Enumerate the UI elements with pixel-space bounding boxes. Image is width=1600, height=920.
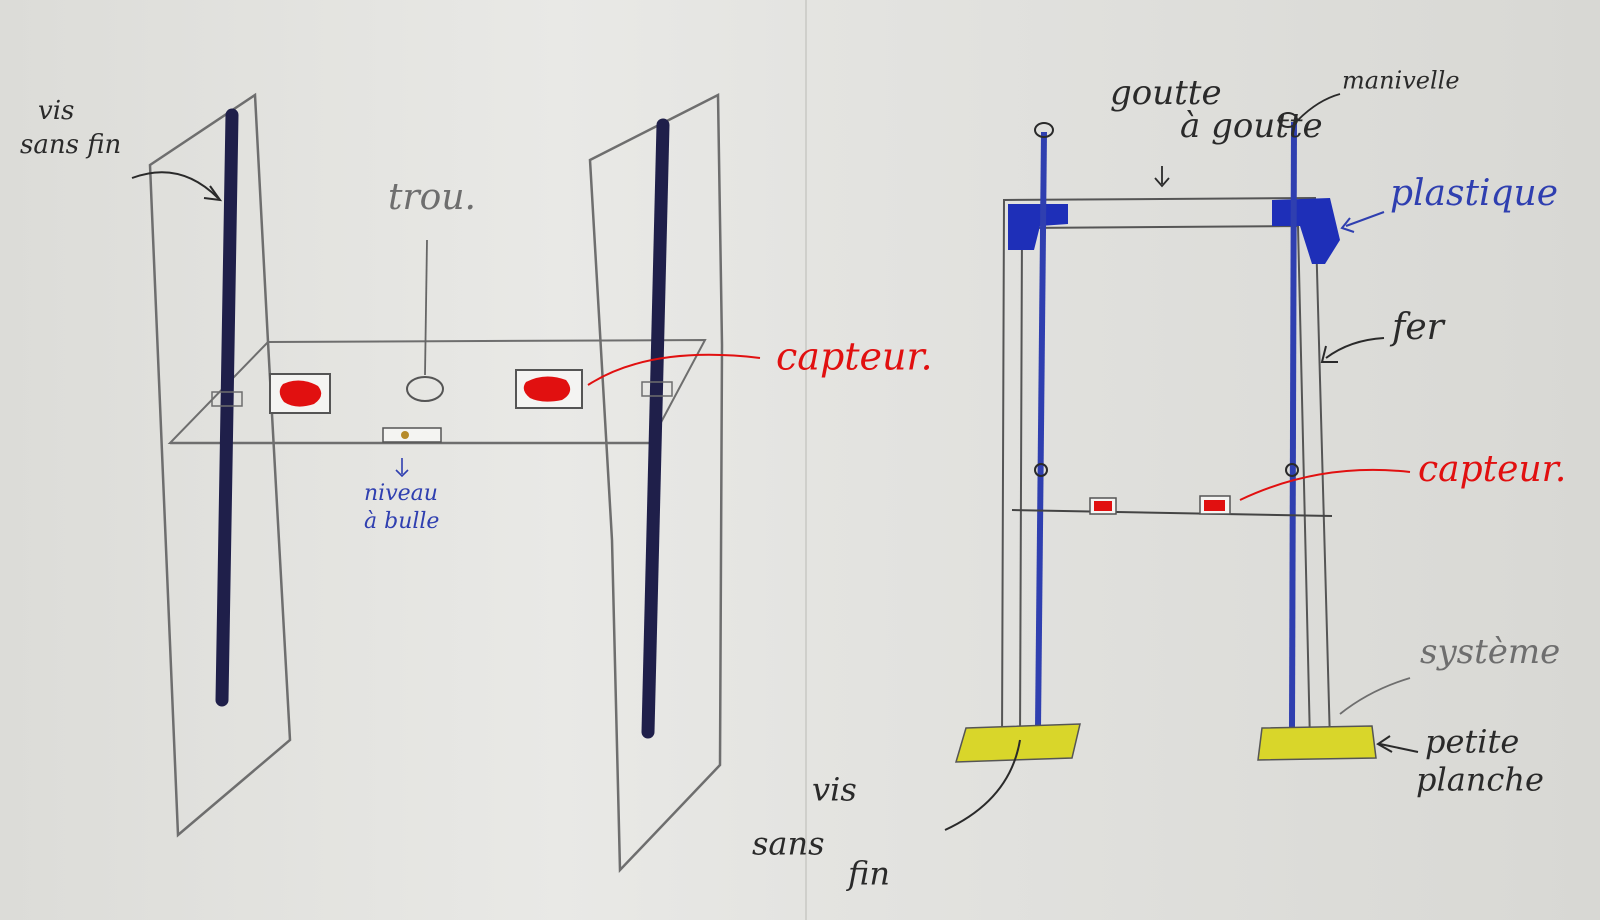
label-a-goutte: à goutte	[1180, 106, 1323, 146]
iron-frame-inner	[1019, 224, 1311, 743]
left-panel	[148, 92, 292, 838]
label-petite: petite	[1425, 723, 1519, 761]
label-vis-sans-fin-line1: vis	[38, 96, 74, 126]
label-systeme: système	[1420, 632, 1560, 672]
small-board-left	[954, 723, 1081, 763]
label-trou: trou.	[388, 177, 476, 218]
right-sensor-a-red	[1094, 501, 1112, 511]
plastique-pointer	[1340, 211, 1385, 233]
right-sensor-red	[523, 376, 571, 402]
right-panel	[588, 92, 724, 874]
label-vis: vis	[812, 771, 857, 809]
right-worm-screw	[641, 118, 670, 739]
right-sketch: goutte à goutte manivelle plastique fer …	[752, 67, 1566, 893]
label-capteur-left: capteur.	[776, 335, 933, 379]
hole	[406, 376, 444, 402]
left-rod-ring	[1034, 122, 1054, 138]
vis-arrow-head	[203, 185, 223, 202]
plastic-corner-right	[1272, 198, 1340, 264]
spirit-level	[382, 427, 442, 443]
right-screw-slot	[641, 381, 673, 397]
fer-pointer	[1320, 337, 1385, 363]
small-board-right	[1257, 725, 1377, 761]
label-a-bulle: à bulle	[364, 509, 439, 534]
planche-pointer	[1376, 735, 1419, 753]
label-manivelle: manivelle	[1342, 67, 1460, 95]
label-fin: fin	[846, 855, 890, 893]
plastic-corner-left	[1008, 204, 1068, 250]
label-plastique: plastique	[1390, 173, 1558, 214]
goutte-arrow	[1154, 166, 1170, 188]
niveau-arrow	[395, 458, 409, 478]
label-niveau: niveau	[364, 481, 438, 506]
manivelle-pointer	[1297, 93, 1341, 121]
label-planche: planche	[1416, 761, 1544, 799]
left-screw-slot	[211, 391, 243, 407]
iron-frame-outer	[1001, 196, 1331, 743]
left-sensor-red	[279, 380, 322, 407]
systeme-pointer	[1339, 677, 1411, 715]
label-goutte: goutte	[1110, 73, 1222, 113]
label-fer: fer	[1389, 307, 1446, 348]
hole-pointer	[424, 239, 428, 376]
left-sketch: vis sans fin trou. capteur. niveau à bul…	[20, 92, 933, 874]
right-rod-nut	[1285, 463, 1299, 477]
label-vis-sans-fin-line2: sans fin	[20, 130, 121, 160]
left-rod	[1035, 131, 1047, 729]
right-rod	[1289, 121, 1297, 729]
left-rod-nut	[1034, 463, 1048, 477]
capteur-pointer-right	[1239, 468, 1411, 501]
spirit-level-bubble	[401, 431, 409, 439]
crossbar	[1011, 509, 1333, 517]
crank-ring	[1278, 112, 1298, 128]
left-capteur-pointer	[587, 353, 761, 386]
vis-pointer	[944, 739, 1021, 831]
right-sensor-b-red	[1204, 500, 1225, 511]
label-capteur-right: capteur.	[1418, 449, 1566, 490]
left-worm-screw	[215, 108, 239, 707]
vis-arrow	[131, 171, 219, 199]
label-sans: sans	[752, 825, 825, 863]
